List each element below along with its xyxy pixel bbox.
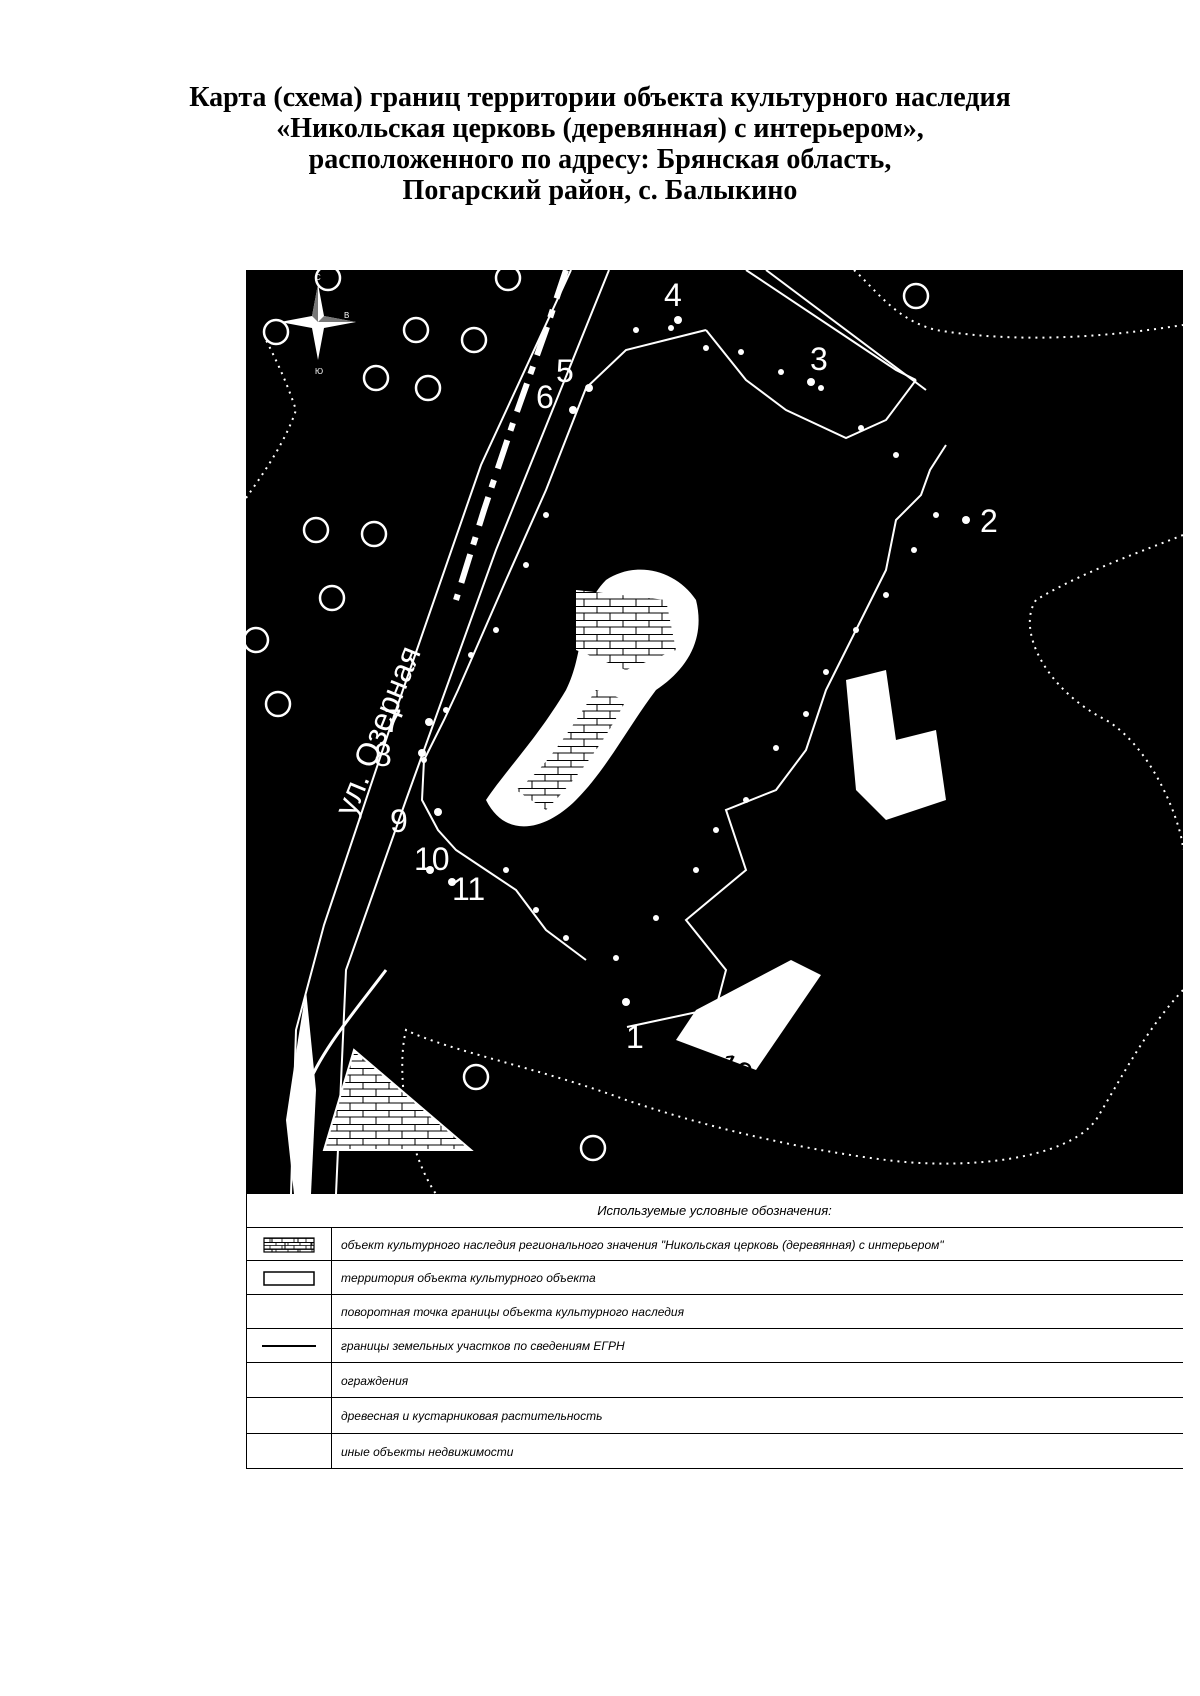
vegetation-symbols [246,270,930,1162]
legend-text-heritage-object: объект культурного наследия региональног… [341,1237,944,1252]
legend-row-territory: территория объекта культурного объекта [246,1260,1183,1295]
title-line-3: расположенного по адресу: Брянская облас… [308,144,892,175]
point-label-6: 6 [536,379,554,415]
title-line-1: Карта (схема) границ территории объекта … [189,82,1011,113]
white-rect-symbol [263,1271,315,1286]
map-legend: Используемые условные обозначения: объек… [246,1193,1183,1469]
title-line-2: «Никольская церковь (деревянная) с интер… [276,113,924,144]
legend-text-vegetation: древесная и кустарниковая растительность [341,1409,603,1423]
document-title: Карта (схема) границ территории объекта … [0,82,1200,206]
legend-text-other-property: иные объекты недвижимости [341,1444,514,1459]
legend-row-vegetation: древесная и кустарниковая растительность [246,1397,1183,1434]
legend-text-fences: ограждения [341,1373,409,1388]
parcel-boundary-line [745,270,927,391]
church-structure [486,569,946,827]
point-label-5: 5 [556,353,574,389]
brick-hatch-symbol [263,1237,315,1253]
boundary-points: 1 2 3 4 5 6 7 8 9 10 11 [374,277,998,1055]
point-label-4: 4 [664,277,682,313]
point-label-10: 10 [414,841,450,877]
legend-text-territory: территория объекта культурного объекта [341,1271,596,1285]
compass-east: В [344,311,349,320]
boundary-tick-markers [421,325,939,961]
legend-row-fences: ограждения [246,1362,1183,1398]
legend-row-other-property: иные объекты недвижимости [246,1433,1183,1469]
title-line-4: Погарский район, с. Балыкино [402,175,798,206]
point-label-8: 8 [374,737,392,773]
point-label-2: 2 [980,503,998,539]
point-label-3: 3 [810,341,828,377]
compass-south: Ю [315,367,323,376]
line-symbol [262,1345,316,1347]
point-label-9: 9 [390,803,408,839]
legend-row-heritage-object: объект культурного наследия региональног… [246,1227,1183,1261]
legend-row-turning-point: поворотная точка границы объекта культур… [246,1294,1183,1329]
vegetation-boundary-dotted [246,270,1183,1194]
point-label-1: 1 [626,1019,644,1055]
legend-heading: Используемые условные обозначения: [597,1203,832,1218]
compass-north: С [315,273,321,282]
heritage-object-hatch [322,1048,474,1151]
legend-text-parcel-boundary: границы земельных участков по сведениям … [341,1339,625,1353]
legend-text-turning-point: поворотная точка границы объекта культур… [341,1305,684,1319]
cultural-object-boundary [420,329,947,1028]
point-label-11: 11 [452,871,485,907]
compass-rose: С В Ю [280,273,356,376]
point-label-7: 7 [384,703,402,739]
boundary-map: ул. Озерная С В Ю [246,270,1183,1194]
legend-row-parcel-boundary: границы земельных участков по сведениям … [246,1328,1183,1363]
